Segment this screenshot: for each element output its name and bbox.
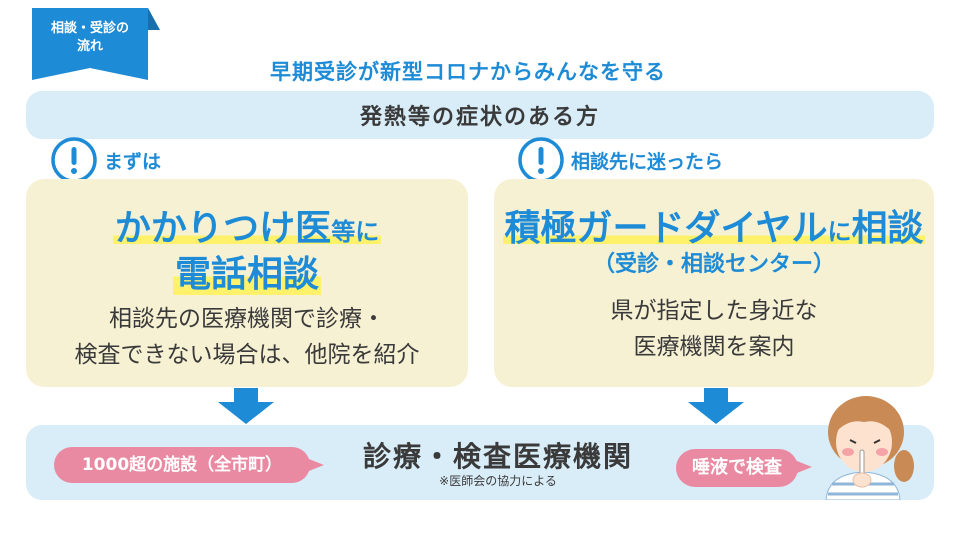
title-phone-consult: 電話相談 <box>172 254 321 295</box>
symptom-text: 発熱等の症状のある方 <box>359 105 600 130</box>
branch-label-left-text: まずは <box>104 150 162 173</box>
card-right-subtitle: （受診・相談センター） <box>592 252 835 277</box>
headline: 早期受診が新型コロナからみんなを守る <box>270 60 666 84</box>
symptom-bar: 発熱等の症状のある方 <box>26 91 934 139</box>
person-illustration <box>825 396 914 500</box>
bubble-shape <box>54 447 324 483</box>
card-right-title-1: 積極ガードダイヤルに相談 <box>494 199 934 249</box>
facility-note: ※医師会の協力による <box>439 474 557 488</box>
title-etc: 等 <box>331 218 356 246</box>
card-right-desc-2: 医療機関を案内 <box>633 334 795 360</box>
alert-icon <box>518 137 564 183</box>
bubble-saliva-test-text: 唾液で検査 <box>692 457 782 478</box>
title-family-doctor: かかりつけ医 <box>114 208 332 249</box>
ribbon-text: 相談・受診の 流れ <box>32 20 148 56</box>
ribbon-line-2: 流れ <box>76 39 103 54</box>
card-guard-dial: 積極ガードダイヤルに相談 （受診・相談センター） 県が指定した身近な 医療機関を… <box>494 179 934 387</box>
branch-label-right-text: 相談先に迷ったら <box>571 150 724 173</box>
card-right-desc: 県が指定した身近な 医療機関を案内 <box>494 293 934 365</box>
alert-icon <box>51 137 97 183</box>
title-guard-dial: 積極ガードダイヤル <box>504 208 828 249</box>
card-left-title-2: 電話相談 <box>26 245 468 295</box>
bubble-facility-count: 1000超の施設（全市町） <box>54 445 324 485</box>
card-right-desc-1: 県が指定した身近な <box>610 298 818 324</box>
card-family-doctor: かかりつけ医等に 電話相談 相談先の医療機関で診療・ 検査できない場合は、他院を… <box>26 179 468 387</box>
title-particle-ni: に <box>355 218 380 246</box>
branch-label-right: 相談先に迷ったら <box>517 136 723 184</box>
title-consult: 相談 <box>851 208 924 249</box>
card-left-title-1: かかりつけ医等に <box>26 199 468 249</box>
card-left-desc-1: 相談先の医療機関で診療・ <box>109 306 385 332</box>
bubble-facility-count-text: 1000超の施設（全市町） <box>81 455 283 475</box>
ribbon-line-1: 相談・受診の <box>50 21 129 36</box>
title-particle-ni: に <box>827 218 852 246</box>
bubble-shape <box>676 449 812 487</box>
branch-label-left: まずは <box>50 136 161 184</box>
down-arrow-icon <box>688 388 744 424</box>
flow-ribbon-tag: 相談・受診の 流れ <box>32 8 160 90</box>
card-left-desc: 相談先の医療機関で診療・ 検査できない場合は、他院を紹介 <box>26 301 468 373</box>
down-arrow-icon <box>218 388 274 424</box>
card-left-desc-2: 検査できない場合は、他院を紹介 <box>74 342 420 368</box>
facility-title: 診療・検査医療機関 <box>362 440 633 473</box>
bubble-saliva-test: 唾液で検査 <box>676 447 812 489</box>
ribbon-shape <box>32 8 160 80</box>
